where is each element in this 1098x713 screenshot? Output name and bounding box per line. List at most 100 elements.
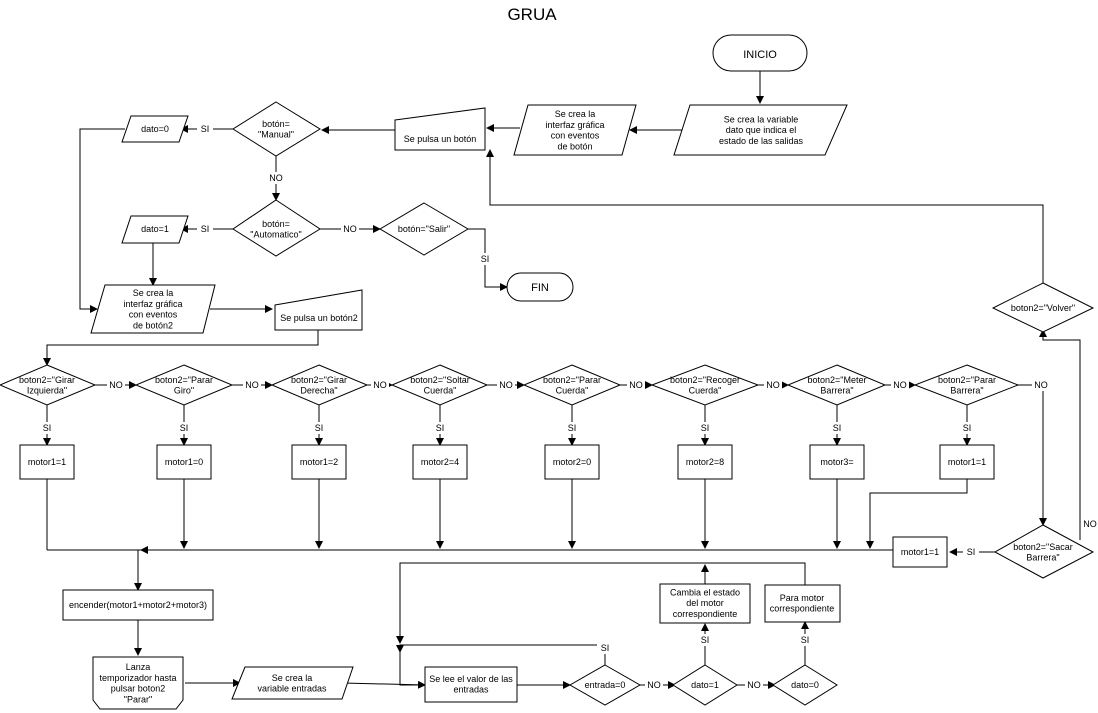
label-si-d3: SI [315,423,324,433]
label-no-auto: NO [343,224,357,234]
node-fin [506,272,574,302]
label-p5: motor2=0 [553,457,591,467]
node-inicio [712,34,808,72]
label-p3: motor1=2 [300,457,338,467]
label-d-dato0: dato=0 [791,680,819,690]
node-interfaz2 [90,284,216,334]
node-d5 [522,364,622,406]
label-p7: motor3= [820,457,853,467]
node-p8 [939,444,995,480]
label-no-d5: NO [629,380,643,390]
label-si-d9: SI [967,547,976,557]
edge-volver-pulsa1 [486,149,1044,283]
label-fin: FIN [531,282,549,294]
edge-entrada-loop [396,644,606,665]
node-p2 [156,444,212,480]
node-crea-entradas [231,666,354,700]
label-si-d4: SI [436,423,445,433]
edge-pulsa2-row [43,330,319,366]
node-p3 [291,444,347,480]
node-interfaz1 [513,104,637,156]
edge-labels: SI NO SI NO SI NO NO NO NO NO NO NO NO S… [39,123,1098,691]
node-d3 [270,364,369,406]
label-pulsa1: Se pulsa un botón [404,134,477,144]
label-d-salir: botón="Salir" [398,224,450,234]
node-d7 [786,364,887,406]
label-si-d2: SI [180,423,189,433]
node-d6 [650,364,760,406]
label-d-volver: boton2="Volver" [1011,303,1075,313]
node-para [764,584,841,623]
label-pulsa2: Se pulsa un botón2 [280,313,358,323]
node-p4 [412,444,468,480]
label-no-d6: NO [766,380,780,390]
node-dato0 [121,115,189,143]
label-no-manual: NO [269,173,283,183]
label-no-d3: NO [373,380,387,390]
node-pulsa2 [274,289,363,331]
node-d-auto [232,199,321,257]
node-d-dato0 [772,664,838,706]
label-p2: motor1=0 [165,457,203,467]
label-dato0: dato=0 [141,124,169,134]
label-no-d4: NO [499,380,513,390]
label-d-entrada: entrada=0 [585,680,626,690]
label-si-d5: SI [568,423,577,433]
label-no-d1: NO [109,380,123,390]
edge-p8-bus [866,479,968,549]
label-si-d1: SI [43,423,52,433]
label-si-entrada: SI [601,643,610,653]
label-dato1: dato=1 [141,224,169,234]
node-lanza [92,656,184,710]
label-no-dato1: NO [747,680,761,690]
node-p5 [544,444,600,480]
label-no-d9: NO [1083,519,1097,529]
node-d-entrada [568,664,642,706]
node-d2 [134,364,234,406]
label-p6: motor2=8 [686,457,724,467]
label-si-dato1: SI [701,635,710,645]
edge-return-top [396,562,806,644]
label-si-d8: SI [963,423,972,433]
label-encender: encender(motor1+motor2+motor3) [69,600,207,610]
label-si-auto: SI [201,224,210,234]
label-p4: motor2=4 [421,457,459,467]
label-p9: motor1=1 [901,547,939,557]
label-si-manual: SI [201,124,210,134]
label-d-dato1: dato=1 [691,680,719,690]
label-si-salir: SI [481,254,490,264]
node-d1 [0,364,97,406]
label-d-auto: botón="Automatico" [250,219,301,240]
edges [43,71,1081,689]
label-p1: motor1=1 [28,457,66,467]
node-encender [62,589,214,621]
node-d-volver [991,282,1095,333]
node-pulsa1 [394,107,486,151]
node-d-manual [232,101,321,157]
node-d-salir [379,202,469,256]
label-no-d8: NO [1034,380,1048,390]
diagram-title: GRUA [507,5,557,24]
label-si-d6: SI [701,423,710,433]
node-dato1 [121,215,189,244]
node-cambia [659,583,751,624]
node-crea-var [673,104,848,156]
label-p8: motor1=1 [948,457,986,467]
node-lee [424,666,518,703]
node-p9 [892,536,948,568]
edge-dato0-interfaz2 [79,128,125,313]
